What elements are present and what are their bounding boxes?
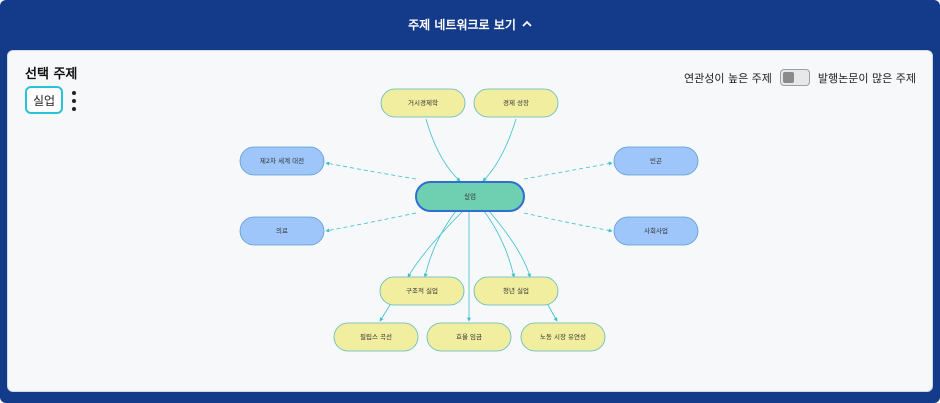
node-social-work[interactable]: 사회사업 [613,216,699,246]
node-macroeconomics[interactable]: 거시경제학 [380,88,466,118]
edge-center-social [523,212,613,233]
toggle-right-label: 발행논문이 많은 주제 [817,71,916,85]
node-label: 빈곤 [650,156,662,165]
node-label: 구조적 실업 [406,286,438,295]
edge-growth-center [482,118,517,182]
edge-center-youth-2 [488,210,532,278]
node-medical[interactable]: 의료 [239,216,325,246]
edge-macro-center [425,118,461,182]
edge-center-structural-2 [407,210,464,278]
header-title: 주제 네트워크로 보기 [408,17,516,32]
node-phillips-curve[interactable]: 필립스 곡선 [333,322,419,352]
topic-network-graph: 거시경제학 경제 성장 제2차 세계 대전 빈곤 실업 의료 [239,88,699,352]
node-poverty[interactable]: 빈곤 [613,146,699,176]
chevron-up-icon [522,18,532,31]
node-label: 실업 [464,192,476,201]
node-label: 노동 시장 유연성 [540,332,586,341]
node-youth-unemployment[interactable]: 청년 실업 [473,276,559,306]
edge-youth-labor [547,304,558,322]
node-label: 경제 성장 [503,98,529,107]
edge-center-youth [483,210,516,278]
edge-structural-phillips [379,304,391,322]
node-label: 효율 임금 [456,333,482,341]
node-label: 의료 [276,226,288,235]
network-view-toggle-header[interactable]: 주제 네트워크로 보기 [0,0,940,48]
node-economic-growth[interactable]: 경제 성장 [473,88,559,118]
edge-center-structural [423,210,457,278]
network-panel: 선택 주제 실업 연관성이 높은 주제 발행논문이 많은 주제 [7,50,933,392]
selected-topic-title: 선택 주제 [25,67,78,82]
sort-toggle-group: 연관성이 높은 주제 발행논문이 많은 주제 [684,69,916,86]
edge-center-ww2 [325,161,417,180]
toggle-left-label: 연관성이 높은 주제 [683,71,772,85]
selected-topic-chip[interactable]: 실업 [25,86,63,114]
edge-center-medical [325,212,417,233]
more-options-icon[interactable] [68,91,80,111]
node-efficiency-wage[interactable]: 효율 임금 [426,322,512,352]
node-label: 제2차 세계 대전 [260,156,304,165]
node-structural-unemployment[interactable]: 구조적 실업 [379,276,465,306]
edge-center-poverty [523,161,613,180]
node-labor-flexibility[interactable]: 노동 시장 유연성 [520,322,606,352]
node-label: 사회사업 [644,226,668,235]
node-label: 청년 실업 [503,286,529,295]
node-center-unemployment[interactable]: 실업 [415,181,525,212]
node-label: 필립스 곡선 [360,332,392,341]
node-label: 거시경제학 [408,98,438,107]
node-ww2[interactable]: 제2차 세계 대전 [239,146,325,176]
toggle-knob [782,72,794,83]
sort-toggle-switch[interactable] [779,69,810,86]
